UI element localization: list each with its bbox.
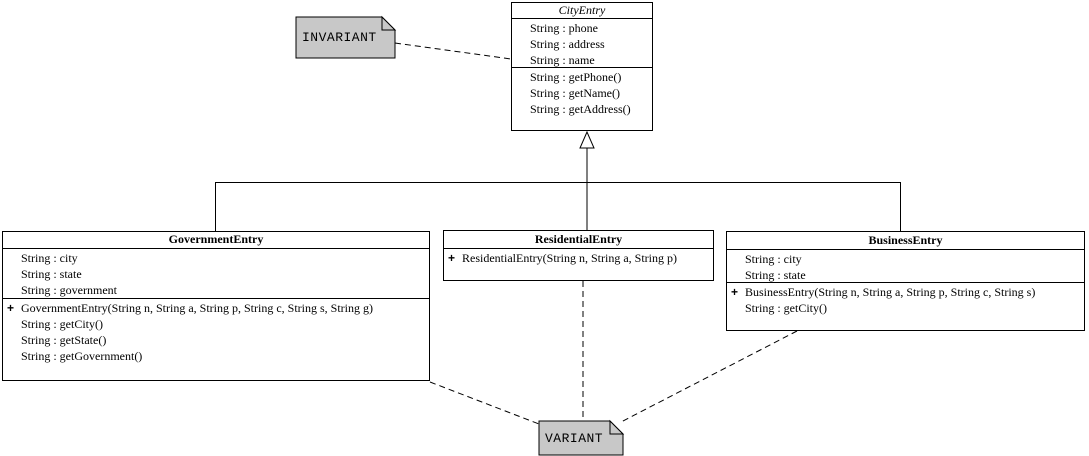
methods-compartment: + ResidentialEntry(String n, String a, St… [444,249,713,280]
invariant-note-link [394,42,512,60]
method-signature: GovernmentEntry(String n, String a, Stri… [21,301,373,315]
class-name: CityEntry [512,3,652,19]
method-signature: BusinessEntry(String n, String a, String… [745,285,1036,299]
class-name: BusinessEntry [727,232,1084,250]
invariant-note-body[interactable] [295,16,396,59]
invariant-note[interactable] [295,15,397,59]
class-residential-entry[interactable]: ResidentialEntry + ResidentialEntry(Strin… [443,230,714,281]
variant-link-government [429,381,540,425]
method: String : getState() [21,333,107,347]
methods-compartment: + GovernmentEntry(String n, String a, Str… [3,299,429,380]
class-business-entry[interactable]: BusinessEntry String : city String : sta… [726,231,1085,331]
method: String : getName() [530,86,620,100]
methods-compartment: String : getPhone() String : getName() S… [512,68,652,130]
variant-note[interactable] [538,419,625,456]
invariant-note-fold-icon [381,15,397,31]
variant-note-body[interactable] [538,420,624,456]
attributes-compartment: String : city String : state [727,250,1084,283]
attribute: String : address [530,37,605,51]
variant-note-label: VARIANT [545,431,604,446]
method: String : getCity() [21,317,103,331]
class-name: GovernmentEntry [3,232,429,249]
visibility-marker: + [7,301,15,315]
method: String : getGovernment() [21,349,143,363]
method: String : getPhone() [530,70,622,84]
attribute: String : city [745,252,802,266]
attribute: String : state [21,267,82,281]
class-government-entry[interactable]: GovernmentEntry String : city String : s… [2,231,430,381]
method: String : getCity() [745,301,827,315]
attribute: String : government [21,283,117,297]
method-signature: ResidentialEntry(String n, String a, Str… [462,251,677,265]
generalization-triangle-icon [579,130,595,149]
method: + ResidentialEntry(String n, String a, St… [444,250,713,266]
attribute: String : name [530,53,595,67]
method: String : getAddress() [530,102,631,116]
attribute: String : state [745,268,806,282]
method: + BusinessEntry(String n, String a, Strin… [727,284,1084,300]
visibility-marker: + [731,285,739,299]
method: + GovernmentEntry(String n, String a, Str… [3,300,429,316]
methods-compartment: + BusinessEntry(String n, String a, Strin… [727,283,1084,330]
invariant-note-label: INVARIANT [302,30,377,45]
attributes-compartment: String : phone String : address String :… [512,19,652,68]
attributes-compartment: String : city String : state String : go… [3,249,429,299]
variant-link-business [620,330,798,423]
visibility-marker: + [448,251,456,265]
variant-note-fold-icon [609,419,625,435]
attribute: String : city [21,251,78,265]
class-city-entry[interactable]: CityEntry String : phone String : addres… [511,2,653,131]
attribute: String : phone [530,21,598,35]
class-name: ResidentialEntry [444,231,713,249]
